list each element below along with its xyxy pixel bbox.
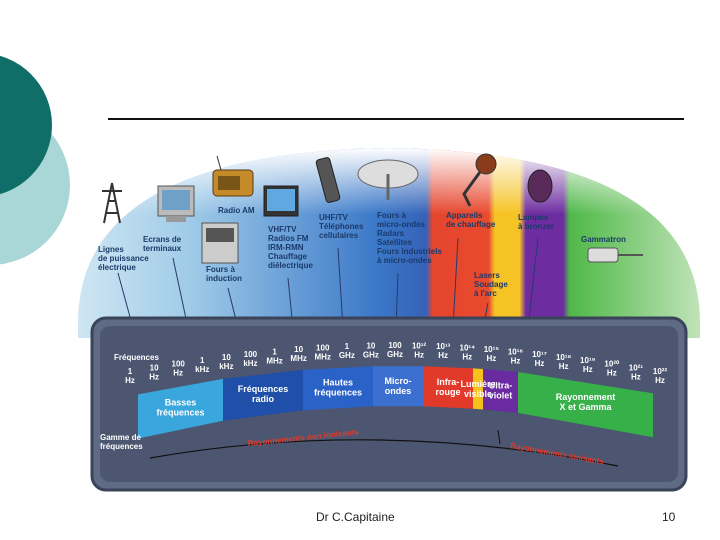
page-number: 10 — [662, 510, 676, 524]
cell-phone-icon — [315, 157, 341, 203]
source-labels: Lignes de puissance électrique Ecrans de… — [98, 206, 626, 298]
spectrum-diagram: Lignes de puissance électrique Ecrans de… — [78, 148, 700, 492]
label-microwave: Fours à micro-ondes Radars Satellites Fo… — [377, 211, 444, 265]
label-screens: Ecrans de terminaux — [143, 235, 183, 253]
television-icon — [263, 185, 299, 217]
radio-am-icon — [212, 155, 254, 197]
slide-decoration — [0, 55, 70, 265]
panel-title: Fréquences — [114, 353, 159, 362]
tanning-lamp-icon — [527, 169, 553, 203]
frequency-bands — [138, 366, 653, 439]
band-label-ir: Infra-rouge — [435, 377, 460, 397]
band-visible — [473, 368, 483, 410]
pointer-lines — [117, 237, 539, 329]
band-radio — [223, 369, 303, 421]
band-high — [303, 366, 373, 411]
label-induction: Fours à induction — [206, 265, 242, 283]
computer-screen-icon — [157, 185, 195, 222]
title-rule — [108, 118, 684, 120]
label-lasers: Lasers Soudage à l'arc — [474, 271, 510, 298]
footer-author: Dr C.Capitaine — [316, 510, 395, 524]
range-label: Gamme de fréquences — [100, 433, 143, 451]
range-arrow — [149, 439, 619, 467]
label-heating: Appareils de chauffage — [446, 211, 496, 229]
ionizing-divider — [497, 429, 501, 445]
decor-circle-dark — [0, 55, 52, 195]
band-uv — [483, 369, 518, 413]
satellite-dish-icon — [357, 159, 419, 200]
power-pylon-icon — [102, 182, 122, 224]
band-low — [138, 378, 223, 439]
label-radio-am: Radio AM — [218, 206, 255, 215]
band-label-micro: Micro-ondes — [385, 376, 412, 396]
band-label-uv: Ultra-violet — [489, 381, 513, 401]
label-power-lines: Lignes de puissance électrique — [98, 245, 151, 272]
induction-oven-icon — [201, 222, 239, 264]
label-uhf: UHF/TV Téléphones cellulaires — [319, 213, 366, 240]
gammatron-icon — [587, 247, 643, 263]
band-ir — [423, 366, 473, 409]
heater-lamp-icon — [462, 153, 497, 207]
label-gammatron: Gammatron — [581, 235, 626, 244]
label-tanning: Lampes à bronzer — [518, 213, 554, 231]
label-vhf: VHF/TV Radios FM IRM-RMN Chauffage diéle… — [268, 225, 313, 270]
band-micro — [373, 366, 423, 407]
band-xgamma — [518, 372, 653, 438]
